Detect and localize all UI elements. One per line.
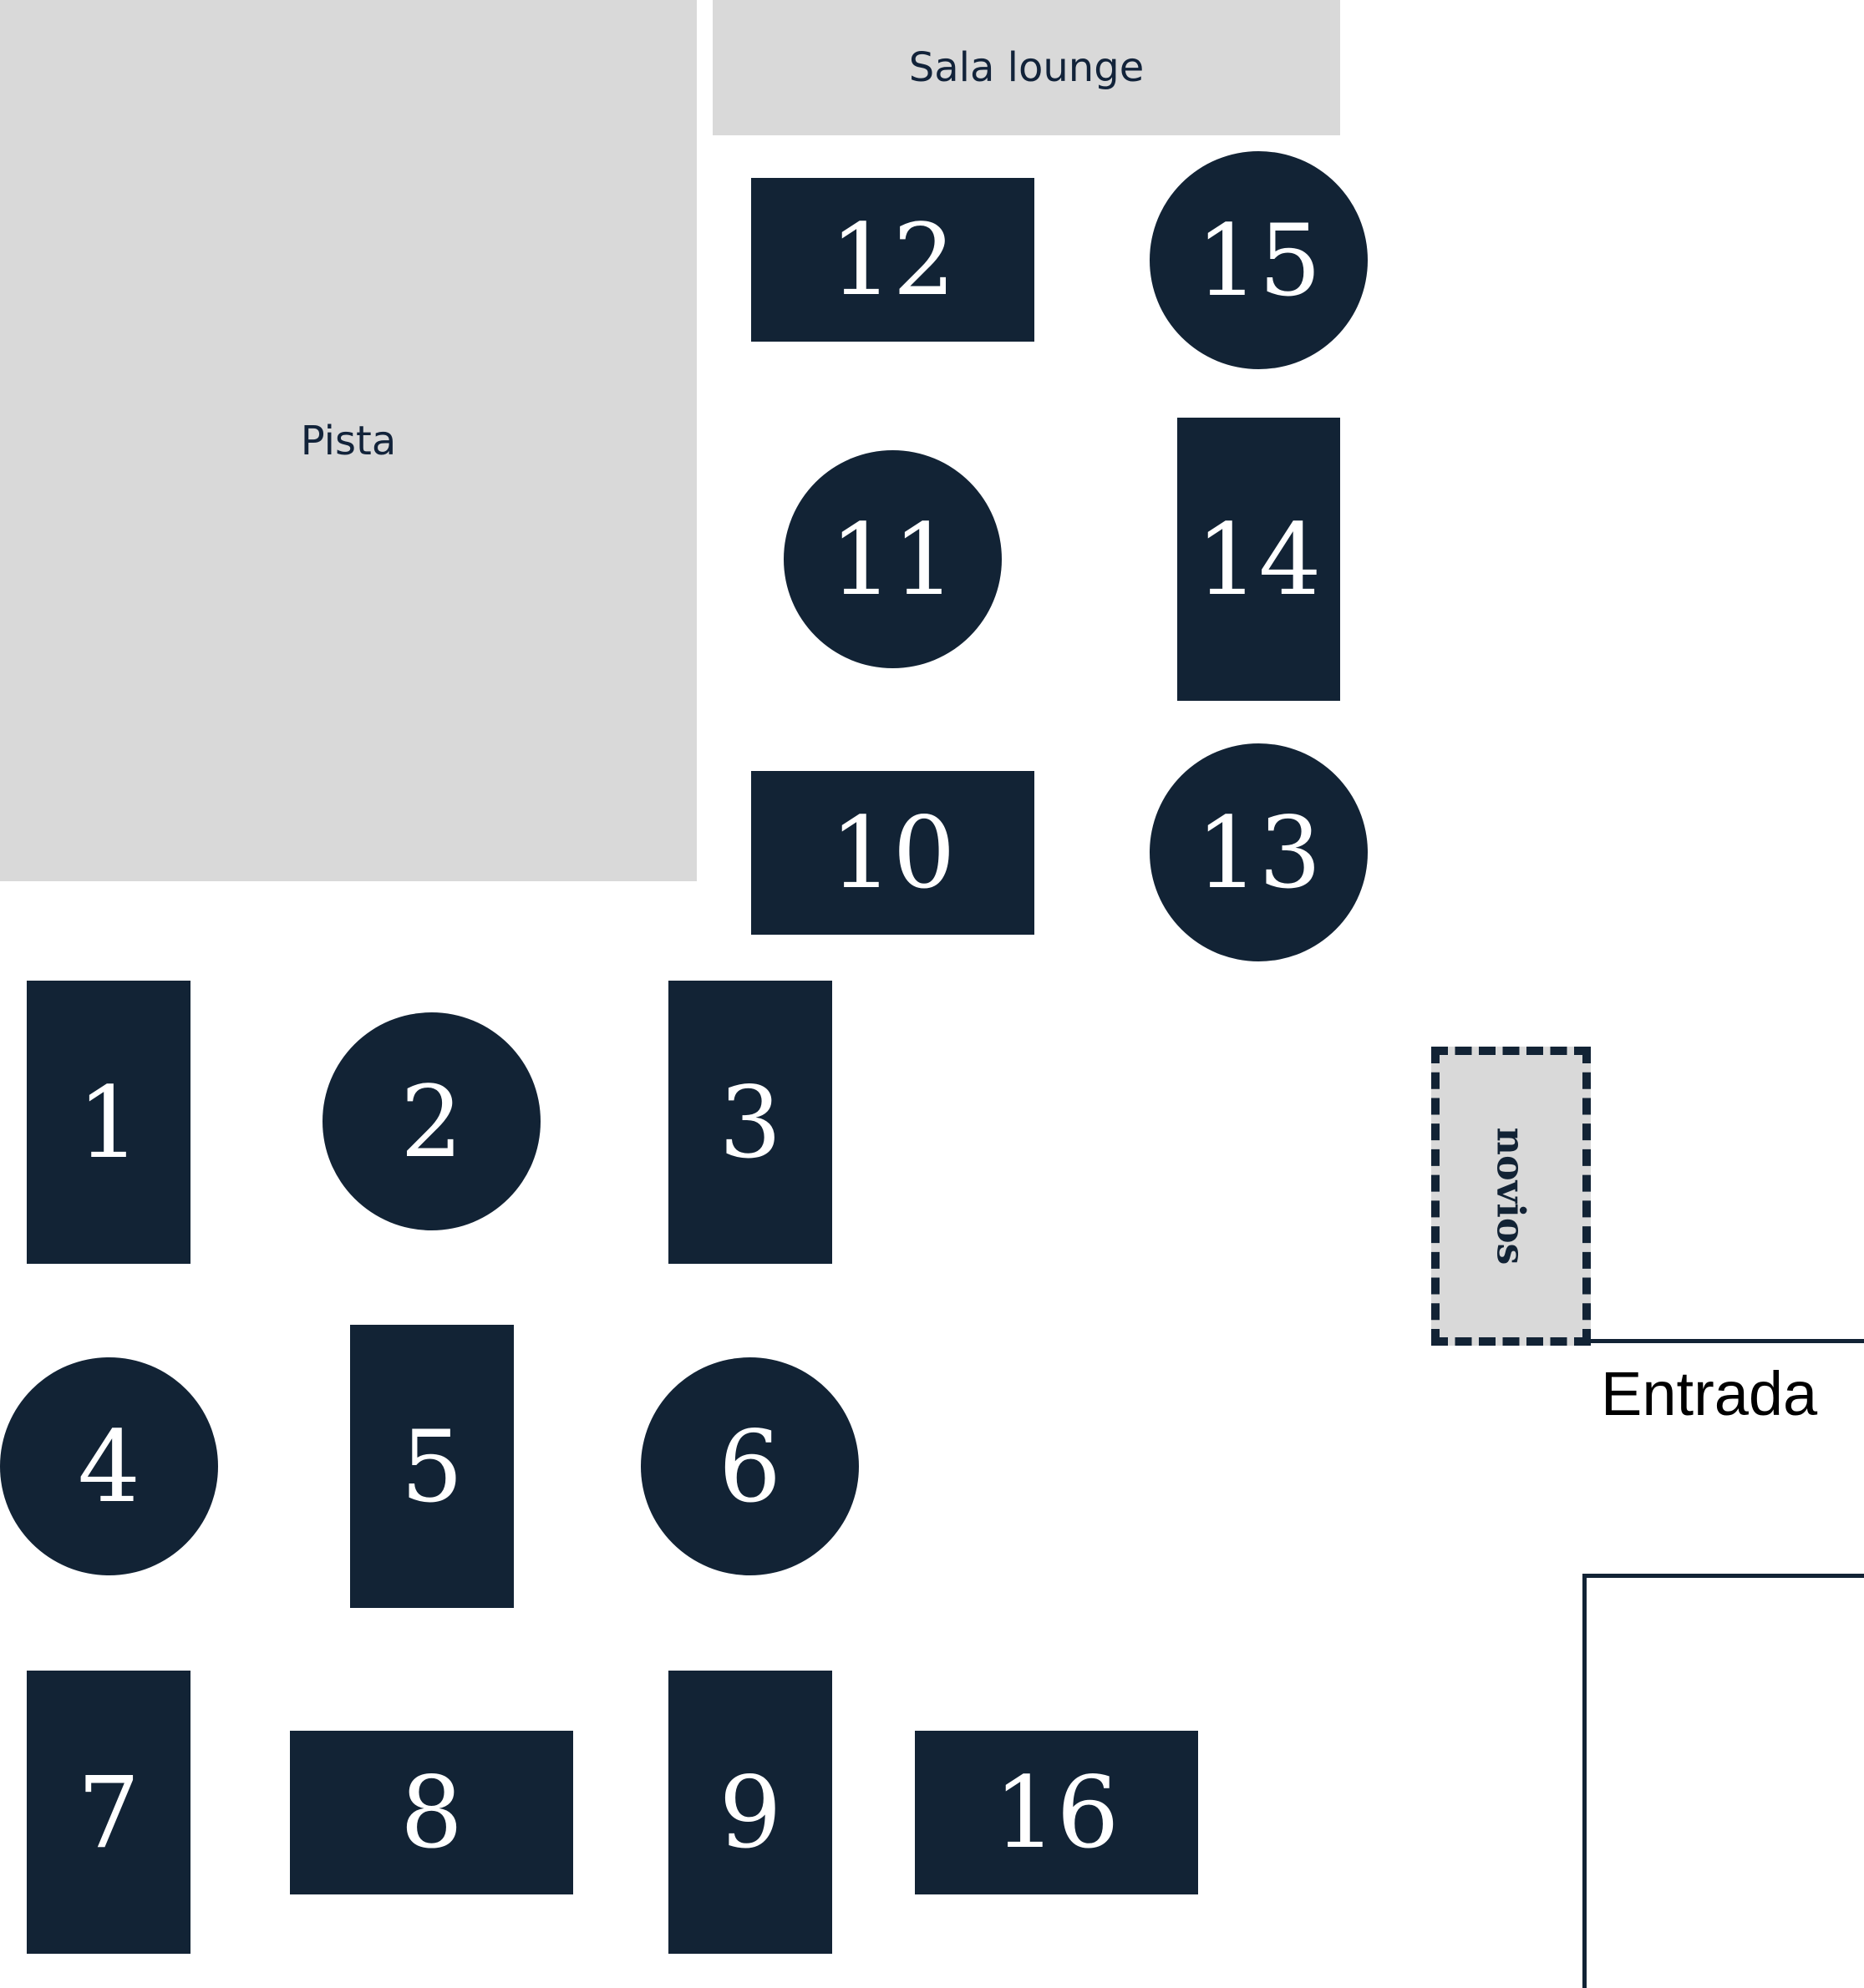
table-14[interactable]: 14 <box>1177 418 1340 701</box>
table-4-number: 4 <box>77 1408 141 1524</box>
table-9-number: 9 <box>719 1754 782 1870</box>
table-16-number: 16 <box>993 1755 1120 1870</box>
entrance-wall-bottom <box>1582 1574 1864 1578</box>
couple-table[interactable]: novios <box>1431 1047 1591 1346</box>
table-6-number: 6 <box>718 1408 782 1524</box>
table-16[interactable]: 16 <box>915 1731 1198 1894</box>
table-12[interactable]: 12 <box>751 178 1034 342</box>
table-3-number: 3 <box>719 1064 782 1180</box>
table-4[interactable]: 4 <box>0 1357 218 1575</box>
table-7[interactable]: 7 <box>27 1671 190 1954</box>
table-2-number: 2 <box>399 1063 464 1179</box>
table-2[interactable]: 2 <box>323 1012 541 1230</box>
dance-floor-label: Pista <box>300 417 397 464</box>
couple-table-label: novios <box>1488 1127 1534 1265</box>
table-1-number: 1 <box>77 1064 140 1180</box>
table-10[interactable]: 10 <box>751 771 1034 935</box>
table-8[interactable]: 8 <box>290 1731 573 1894</box>
table-11-number: 11 <box>830 501 956 617</box>
table-11[interactable]: 11 <box>784 450 1002 668</box>
table-10-number: 10 <box>830 795 956 910</box>
table-1[interactable]: 1 <box>27 981 190 1264</box>
table-15-number: 15 <box>1196 202 1322 318</box>
table-13[interactable]: 13 <box>1150 743 1368 961</box>
entrance-label: Entrada <box>1601 1359 1818 1428</box>
table-15[interactable]: 15 <box>1150 151 1368 369</box>
entrance-wall-top <box>1590 1339 1864 1343</box>
table-3[interactable]: 3 <box>668 981 832 1264</box>
table-5[interactable]: 5 <box>350 1325 514 1608</box>
entrance-wall-side <box>1582 1574 1587 1988</box>
lounge-area: Sala lounge <box>713 0 1340 135</box>
table-12-number: 12 <box>830 202 956 317</box>
dance-floor-area: Pista <box>0 0 697 881</box>
table-6[interactable]: 6 <box>641 1357 859 1575</box>
table-8-number: 8 <box>399 1755 464 1870</box>
table-5-number: 5 <box>400 1408 464 1524</box>
table-13-number: 13 <box>1196 794 1322 910</box>
lounge-label: Sala lounge <box>908 44 1145 91</box>
table-14-number: 14 <box>1196 501 1322 617</box>
table-7-number: 7 <box>77 1754 140 1870</box>
table-9[interactable]: 9 <box>668 1671 832 1954</box>
